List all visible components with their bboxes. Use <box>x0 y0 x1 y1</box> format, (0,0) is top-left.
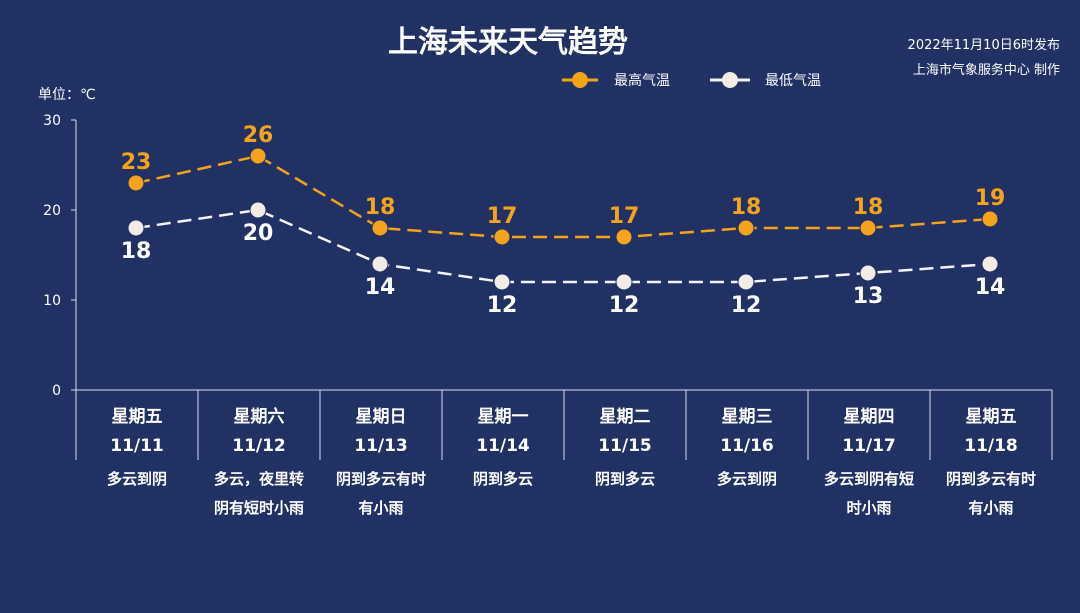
weekday-label: 星期一 <box>478 407 529 427</box>
condition-label: 阴有短时小雨 <box>214 499 304 517</box>
high-temp-data-label: 18 <box>731 195 762 220</box>
high-temp-point <box>249 147 267 165</box>
high-temp-point <box>493 228 511 246</box>
low-temp-data-label: 12 <box>609 293 640 318</box>
low-temp-data-label: 14 <box>975 275 1006 300</box>
legend-high-label: 最高气温 <box>614 72 670 89</box>
low-temp-data-label: 14 <box>365 275 396 300</box>
low-temp-data-label: 12 <box>487 293 518 318</box>
low-temp-line <box>135 208 991 284</box>
condition-label: 多云，夜里转 <box>214 470 304 488</box>
high-temp-point <box>127 174 145 192</box>
high-temp-point <box>371 219 389 237</box>
date-label: 11/16 <box>720 436 774 456</box>
weekday-label: 星期日 <box>356 407 407 427</box>
y-tick-label: 10 <box>43 293 61 309</box>
low-temp-point <box>493 273 511 291</box>
condition-label: 阴到多云有时 <box>336 470 426 488</box>
y-axis: 0 10 20 30 <box>43 113 77 399</box>
weekday-label: 星期五 <box>112 407 163 427</box>
condition-label: 时小雨 <box>846 499 891 517</box>
low-temp-data-label: 20 <box>243 221 274 246</box>
high-temp-line <box>135 154 991 239</box>
date-label: 11/13 <box>354 436 408 456</box>
high-temp-data-label: 18 <box>365 195 396 220</box>
high-temp-point <box>859 219 877 237</box>
legend-low-dot-icon <box>722 72 738 88</box>
condition-label: 有小雨 <box>358 499 403 517</box>
series-high-temperature: 23 26 18 17 17 18 18 19 <box>121 123 1006 246</box>
low-temp-data-label: 18 <box>121 239 152 264</box>
low-temp-point <box>859 264 877 282</box>
high-temp-data-label: 17 <box>609 204 640 229</box>
condition-label: 阴到多云 <box>473 470 533 488</box>
high-temp-data-label: 17 <box>487 204 518 229</box>
low-temp-point <box>127 219 145 237</box>
high-temp-data-label: 18 <box>853 195 884 220</box>
unit-label: 单位：℃ <box>38 87 96 103</box>
weekday-label: 星期四 <box>844 407 895 427</box>
y-tick-label: 20 <box>43 203 61 219</box>
date-label: 11/11 <box>110 436 164 456</box>
low-temp-point <box>737 273 755 291</box>
date-label: 11/15 <box>598 436 652 456</box>
high-temp-point <box>615 228 633 246</box>
legend-item-low: 最低气温 <box>710 72 821 89</box>
weekday-label: 星期五 <box>966 407 1017 427</box>
low-temp-point <box>371 255 389 273</box>
high-temp-data-label: 26 <box>243 123 274 148</box>
date-label: 11/17 <box>842 436 896 456</box>
legend-high-dot-icon <box>572 72 588 88</box>
date-label: 11/18 <box>964 436 1018 456</box>
legend-item-high: 最高气温 <box>562 72 670 89</box>
high-temp-data-label: 23 <box>121 150 152 175</box>
high-temp-point <box>981 210 999 228</box>
y-tick-label: 30 <box>43 113 61 129</box>
condition-label: 阴到多云 <box>595 470 655 488</box>
high-temp-point <box>737 219 755 237</box>
high-temp-data-label: 19 <box>975 186 1006 211</box>
condition-label: 多云到阴有短 <box>824 470 914 488</box>
condition-label: 阴到多云有时 <box>946 470 1036 488</box>
chart-title: 上海未来天气趋势 <box>388 25 628 60</box>
date-label: 11/12 <box>232 436 286 456</box>
condition-label: 有小雨 <box>968 499 1013 517</box>
publish-time: 2022年11月10日6时发布 <box>908 37 1060 53</box>
weekday-label: 星期六 <box>234 406 285 427</box>
date-label: 11/14 <box>476 436 530 456</box>
low-temp-point <box>615 273 633 291</box>
weekday-label: 星期三 <box>722 407 773 427</box>
low-temp-data-label: 12 <box>731 293 762 318</box>
low-temp-point <box>249 201 267 219</box>
producer-credit: 上海市气象服务中心 制作 <box>913 62 1060 78</box>
legend-low-label: 最低气温 <box>765 73 821 89</box>
y-tick-label: 0 <box>52 383 61 399</box>
weekday-label: 星期二 <box>600 407 651 427</box>
condition-label: 多云到阴 <box>717 470 777 488</box>
low-temp-data-label: 13 <box>853 284 884 309</box>
low-temp-point <box>981 255 999 273</box>
legend: 最高气温 最低气温 <box>562 72 821 89</box>
condition-label: 多云到阴 <box>107 470 167 488</box>
series-low-temperature: 18 20 14 12 12 12 13 14 <box>121 201 1006 318</box>
